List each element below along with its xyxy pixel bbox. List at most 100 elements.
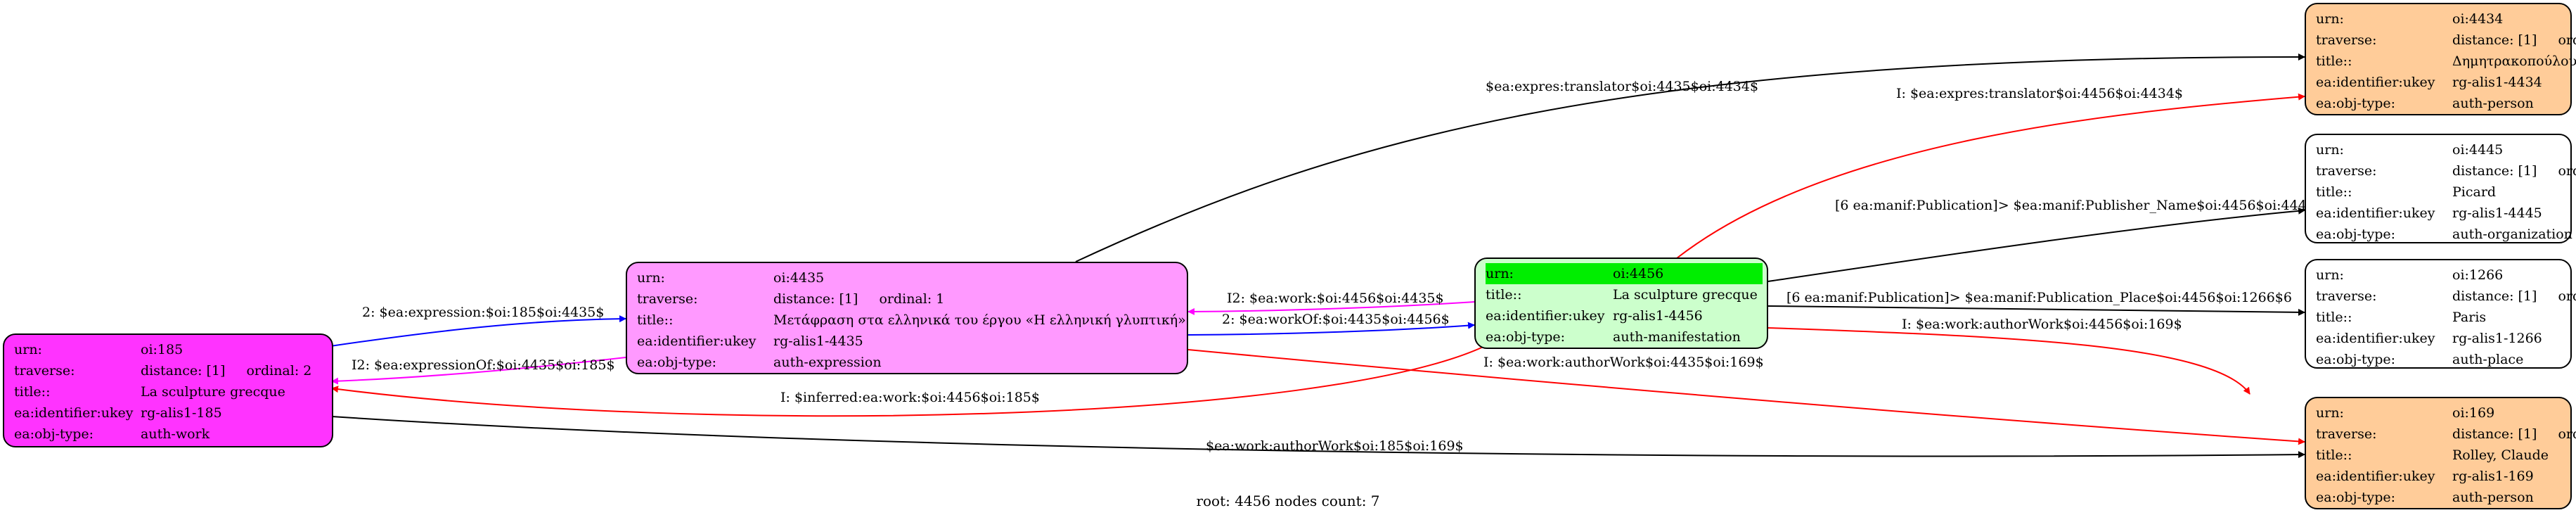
value-distance: distance: [1] bbox=[141, 363, 226, 379]
value-urn: oi:1266 bbox=[2452, 267, 2504, 283]
node-oi-4456[interactable]: urn:oi:4456 title::La sculpture grecque … bbox=[1474, 258, 1768, 349]
value-urn: oi:4434 bbox=[2452, 11, 2504, 27]
value-ukey: rg-alis1-4434 bbox=[2452, 75, 2542, 90]
label-urn: urn: bbox=[637, 270, 665, 286]
edge-label-expression: 2: $ea:expression:$oi:185$oi:4435$ bbox=[362, 305, 604, 320]
edge-inferred-work-4456-185 bbox=[331, 343, 1491, 417]
node-row-title: title::La sculpture grecque bbox=[14, 381, 322, 402]
edge-translator-4435-4434 bbox=[1075, 53, 2305, 262]
node-row-type: ea:obj-type:auth-place bbox=[2316, 349, 2561, 370]
value-distance: distance: [1] bbox=[2452, 288, 2537, 304]
edge-inferred-author-4435-169 bbox=[1187, 349, 2305, 445]
edge-publisher-4456-4445 bbox=[1767, 207, 2305, 282]
node-row-urn: urn:oi:185 bbox=[14, 339, 322, 360]
node-row-ukey: ea:identifier:ukey rg-alis1-4445 bbox=[2316, 203, 2561, 224]
value-ukey: rg-alis1-4435 bbox=[773, 333, 863, 349]
value-urn: oi:169 bbox=[2452, 405, 2495, 421]
value-type: auth-person bbox=[2452, 490, 2534, 505]
node-row-traverse: traverse:distance: [1]ordinal: 2 bbox=[14, 360, 322, 381]
value-ukey: rg-alis1-169 bbox=[2452, 469, 2534, 484]
label-urn: urn: bbox=[2316, 11, 2344, 27]
node-row-type: ea:obj-type:auth-person bbox=[2316, 487, 2561, 508]
label-title: title:: bbox=[637, 312, 674, 328]
node-row-urn: urn:oi:4456 bbox=[1486, 263, 1763, 284]
node-oi-4445[interactable]: urn:oi:4445 traverse:distance: [1]ordina… bbox=[2305, 134, 2576, 243]
node-row-title: title::Paris bbox=[2316, 307, 2561, 328]
value-ukey: rg-alis1-4445 bbox=[2452, 205, 2542, 221]
node-row-urn: urn: oi:4445 bbox=[2316, 139, 2561, 160]
value-ordinal: ordinal: 1 bbox=[879, 291, 945, 307]
edge-label-translator: $ea:expres:translator$oi:4435$oi:4434$ bbox=[1486, 79, 1758, 94]
node-oi-169[interactable]: urn:oi:169 traverse:distance: [1]ordinal… bbox=[2305, 397, 2576, 509]
node-row-type: ea:obj-type: auth-expression bbox=[637, 352, 1177, 373]
label-traverse: traverse: bbox=[14, 363, 75, 379]
value-distance: distance: [1] bbox=[2452, 426, 2537, 442]
edge-label-expressionOf: I2: $ea:expressionOf:$oi:4435$oi:185$ bbox=[352, 357, 615, 373]
edge-label-inferred-work: I: $inferred:ea:work:$oi:4456$oi:185$ bbox=[780, 390, 1040, 405]
value-title: Rolley, Claude bbox=[2452, 447, 2549, 463]
edge-label-work: I2: $ea:work:$oi:4456$oi:4435$ bbox=[1227, 291, 1444, 306]
node-row-title: title::Rolley, Claude bbox=[2316, 445, 2561, 466]
graph-footer: root: 4456 nodes count: 7 bbox=[1196, 492, 1380, 509]
label-urn: urn: bbox=[2316, 142, 2344, 158]
node-oi-185[interactable]: urn:oi:185 traverse:distance: [1]ordinal… bbox=[3, 333, 333, 447]
value-urn: oi:4456 bbox=[1613, 263, 1763, 284]
node-row-type: ea:obj-type:auth-person bbox=[2316, 93, 2561, 114]
label-type: ea:obj-type: bbox=[1486, 329, 1566, 345]
value-urn: oi:4445 bbox=[2452, 142, 2504, 158]
label-title: title:: bbox=[14, 384, 51, 400]
node-oi-1266[interactable]: urn: oi:1266 traverse: distance: [1] ordina… bbox=[2305, 259, 2576, 370]
label-type: ea:obj-type: bbox=[637, 355, 717, 370]
node-row-traverse: traverse:distance: [1]ordinal: 1 bbox=[637, 288, 1177, 310]
node-oi-4435[interactable]: urn:oi:4435 traverse:distance: [1]ordina… bbox=[626, 262, 1188, 374]
edge-label-workOf: 2: $ea:workOf:$oi:4435$oi:4456$ bbox=[1222, 312, 1450, 327]
value-ordinal: ordinal: 5 bbox=[2558, 288, 2576, 304]
label-traverse: traverse: bbox=[2316, 288, 2377, 304]
edge-label-place: [6 ea:manif:Publication]> $ea:manif:Publ… bbox=[1786, 290, 2292, 305]
edge-place-4456-1266 bbox=[1767, 305, 2305, 316]
node-row-traverse: traverse:distance: [1]ordinal: 3 bbox=[2316, 30, 2576, 51]
label-ukey: ea:identifier:ukey bbox=[2316, 205, 2435, 221]
label-urn: urn: bbox=[1486, 263, 1613, 284]
node-row-title: title::Picard bbox=[2316, 182, 2561, 203]
edge-label-publisher: [6 ea:manif:Publication]> $ea:manif:Publ… bbox=[1835, 198, 2332, 213]
value-title: La sculpture grecque bbox=[1613, 287, 1758, 303]
label-type: ea:obj-type: bbox=[2316, 96, 2396, 111]
node-row-traverse: traverse: distance: [1] ordinal: 5 bbox=[2316, 286, 2576, 307]
value-ukey: rg-alis1-1266 bbox=[2452, 331, 2542, 346]
value-ukey: rg-alis1-4456 bbox=[1613, 308, 1703, 324]
label-urn: urn: bbox=[14, 342, 42, 357]
value-title: Paris bbox=[2452, 310, 2487, 325]
label-title: title:: bbox=[2316, 310, 2352, 325]
value-ordinal: ordinal: 4 bbox=[2558, 426, 2576, 442]
node-oi-4434[interactable]: urn: oi:4434 traverse:distance: [1]ordina… bbox=[2305, 3, 2576, 115]
label-type: ea:obj-type: bbox=[14, 426, 94, 442]
value-type: auth-expression bbox=[773, 355, 882, 370]
label-title: title:: bbox=[2316, 447, 2352, 463]
edge-work-4456-4435 bbox=[1187, 301, 1476, 315]
edge-expression-185-4435 bbox=[330, 315, 626, 347]
node-row-traverse: traverse:distance: [1]ordinal: 4 bbox=[2316, 424, 2576, 445]
value-type: auth-manifestation bbox=[1613, 329, 1741, 345]
node-row-type: ea:obj-type: auth-manifestation bbox=[1486, 326, 1757, 348]
edge-label-inferred-author-4435: I: $ea:work:authorWork$oi:4435$oi:169$ bbox=[1483, 355, 1764, 370]
value-type: auth-place bbox=[2452, 352, 2524, 367]
node-row-urn: urn: oi:4434 bbox=[2316, 8, 2561, 30]
value-type: auth-organization bbox=[2452, 227, 2572, 242]
label-urn: urn: bbox=[2316, 267, 2344, 283]
node-row-type: ea:obj-type:auth-work bbox=[14, 424, 322, 445]
value-title: Picard bbox=[2452, 184, 2497, 200]
node-row-title: title::La sculpture grecque bbox=[1486, 284, 1758, 305]
edge-label-inferred-translator: I: $ea:expres:translator$oi:4456$oi:4434… bbox=[1896, 86, 2183, 101]
label-traverse: traverse: bbox=[2316, 32, 2377, 48]
label-ukey: ea:identifier:ukey bbox=[2316, 469, 2435, 484]
label-title: title:: bbox=[2316, 53, 2352, 69]
value-title: La sculpture grecque bbox=[141, 384, 285, 400]
label-traverse: traverse: bbox=[637, 291, 698, 307]
